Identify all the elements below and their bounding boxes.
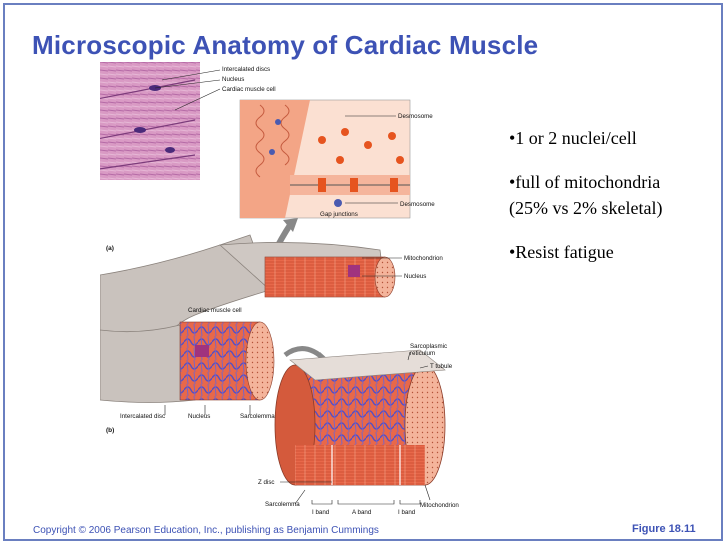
cardiac-muscle-figure: Intercalated discs Nucleus Cardiac muscl… <box>100 62 459 516</box>
label-desmosome-2: Desmosome <box>400 201 435 208</box>
panel-b-small-cell <box>100 321 275 403</box>
label-sarcolemma-2: Sarcolemma <box>265 501 300 508</box>
panel-a-cell <box>100 234 396 361</box>
copyright-footer: Copyright © 2006 Pearson Education, Inc.… <box>33 525 379 536</box>
bullet-mitochondria: •full of mitochondria <box>509 172 661 192</box>
label-gap-junctions: Gap junctions <box>320 211 358 218</box>
label-i-band-2: I band <box>398 509 416 516</box>
figure-number: Figure 18.11 <box>632 523 696 535</box>
bullet-nuclei: •1 or 2 nuclei/cell <box>509 128 637 148</box>
bullet-mitochondria-note: (25% vs 2% skeletal) <box>509 198 663 218</box>
label-cardiac-muscle-cell: Cardiac muscle cell <box>188 307 242 314</box>
label-mitochondrion-1: Mitochondrion <box>404 255 443 262</box>
panel-b-label: (b) <box>106 427 114 434</box>
label-t-tubule: T tubule <box>430 363 453 370</box>
panel-b-large-cell <box>274 349 446 486</box>
label-mitochondrion-2: Mitochondrion <box>420 502 459 509</box>
junction-inset <box>239 99 411 219</box>
label-cardiac-muscle-cell-top: Cardiac muscle cell <box>222 86 276 93</box>
label-sarcoplasmic-1: Sarcoplasmic <box>410 343 447 350</box>
label-nucleus-right: Nucleus <box>404 273 426 280</box>
label-i-band-1: I band <box>312 509 330 516</box>
panel-a-label: (a) <box>106 245 114 252</box>
label-intercalated-discs: Intercalated discs <box>222 66 270 73</box>
label-sarcoplasmic-2: reticulum <box>410 350 435 357</box>
label-sarcolemma-1: Sarcolemma <box>240 413 275 420</box>
label-z-disc: Z disc <box>258 479 275 486</box>
slide-title: Microscopic Anatomy of Cardiac Muscle <box>32 30 539 60</box>
label-a-band: A band <box>352 509 372 516</box>
label-desmosome-1: Desmosome <box>398 113 433 120</box>
bullet-fatigue: •Resist fatigue <box>509 242 614 262</box>
slide-frame <box>3 3 723 541</box>
label-nucleus-bottom: Nucleus <box>188 413 210 420</box>
label-nucleus-top: Nucleus <box>222 76 244 83</box>
micrograph <box>100 62 200 180</box>
bullet-list: •1 or 2 nuclei/cell •full of mitochondri… <box>509 125 662 265</box>
label-intercalated-disc: Intercalated disc <box>120 413 165 420</box>
